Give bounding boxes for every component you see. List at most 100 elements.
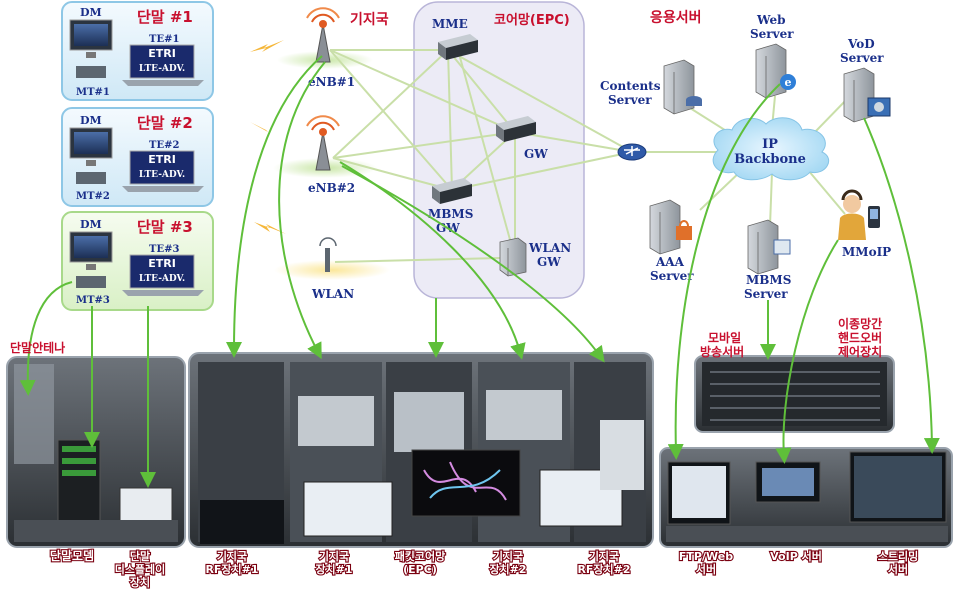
- contents-server-icon: [663, 59, 702, 115]
- core-title: 코어망(EPC): [494, 12, 570, 28]
- terminal-title: 단말 #3: [137, 218, 193, 236]
- enb1-tower-icon: [306, 7, 340, 63]
- wlan-ap-icon: [319, 237, 337, 272]
- enb2-tower-icon: [306, 115, 340, 171]
- terminal-box-1: DM 단말 #1 TE#1 ETRI LTE-ADV. MT#1: [61, 1, 214, 101]
- web-server-icon: e: [755, 43, 796, 99]
- wlan-label: WLAN: [311, 287, 354, 301]
- mt-label: MT#1: [76, 87, 110, 98]
- enb2-label: eNB#2: [308, 181, 355, 195]
- caption-terminal-display-2: 디스플레이: [115, 562, 166, 576]
- caption-bs-rf2-2: RF장치#2: [577, 562, 630, 576]
- router-icon: [617, 143, 647, 161]
- caption-ftp-web-1: FTP/Web: [679, 550, 733, 563]
- model-label: LTE-ADV.: [139, 170, 185, 180]
- dm-label: DM: [80, 114, 102, 127]
- mobile-broadcast-label-1: 모바일: [708, 330, 741, 345]
- mbms-server-label-1: MBMS: [746, 273, 791, 287]
- caption-bs2-2: 장치#2: [489, 562, 526, 576]
- mbms-server-label-2: Server: [744, 287, 788, 301]
- mbms-gw-label-1: MBMS: [428, 207, 473, 221]
- mmoip-label: MMoIP: [842, 245, 891, 259]
- photo-panel-terminal: [6, 356, 186, 548]
- caption-bs-rf1-2: RF장치#1: [205, 562, 258, 576]
- gw-label: GW: [524, 147, 548, 161]
- contents-server-label-1: Contents: [600, 79, 661, 93]
- bottom-captions: 단말모뎀 단말 디스플레이 장치 기지국 RF장치#1 기지국 장치#1 패킷코…: [49, 547, 920, 590]
- contents-server-label-2: Server: [608, 93, 652, 107]
- core-network-box: [413, 1, 585, 299]
- wlan-gw-label-1: WLAN: [528, 241, 571, 255]
- dm-label: DM: [80, 6, 102, 19]
- backbone-label-2: Backbone: [734, 152, 806, 167]
- wlan-gw-label-2: GW: [537, 255, 561, 269]
- caption-terminal-display-1: 단말: [130, 549, 150, 563]
- modem-icon: [76, 172, 106, 184]
- vod-server-label-1: VoD: [847, 37, 875, 51]
- caption-bs1-2: 장치#1: [315, 562, 352, 576]
- photo-panel-mobile-broadcast: [694, 355, 895, 433]
- caption-epc-2: (EPC): [403, 563, 437, 576]
- model-label: LTE-ADV.: [139, 64, 185, 74]
- app-server-title: 응용서버: [650, 9, 702, 26]
- terminal-antenna-label: 단말안테나: [10, 340, 65, 355]
- caption-ftp-web-2: 서버: [696, 562, 716, 576]
- web-server-label-2: Server: [750, 27, 794, 41]
- handover-label-3: 제어장치: [838, 344, 882, 359]
- te-label: TE#1: [149, 34, 179, 45]
- caption-bs1-1: 기지국: [319, 549, 349, 563]
- terminal-title: 단말 #2: [137, 114, 193, 132]
- gw-router-icon: [496, 116, 536, 142]
- caption-streaming-1: 스트리밍: [878, 549, 918, 563]
- photo-panel-basestation-epc: [188, 352, 654, 548]
- terminal-box-3: DM 단말 #3 TE#3 ETRI LTE-ADV. MT#3: [61, 211, 214, 311]
- enb1-label: eNB#1: [308, 75, 355, 89]
- caption-terminal-display-3: 장치: [130, 575, 150, 589]
- base-station-title: 기지국: [350, 12, 389, 28]
- laptop-icon: [129, 254, 195, 289]
- caption-bs-rf2-1: 기지국: [589, 549, 619, 563]
- laptop-icon: [129, 44, 195, 79]
- mme-label: MME: [432, 17, 468, 31]
- aaa-server-icon: [649, 199, 692, 255]
- mbms-gw-router-icon: [432, 178, 472, 204]
- model-label: LTE-ADV.: [139, 274, 185, 284]
- brand-label: ETRI: [148, 153, 176, 166]
- caption-terminal-modem: 단말모뎀: [50, 548, 94, 563]
- aaa-server-label-2: Server: [650, 269, 694, 283]
- web-server-label-1: Web: [756, 13, 786, 27]
- caption-bs-rf1-1: 기지국: [217, 549, 247, 563]
- brand-label: ETRI: [148, 47, 176, 60]
- mme-router-icon: [438, 34, 478, 60]
- caption-voip: VoIP 서버: [770, 549, 822, 563]
- aaa-server-label-1: AAA: [655, 255, 685, 269]
- mt-label: MT#3: [76, 295, 110, 306]
- te-label: TE#3: [149, 244, 179, 255]
- vod-server-icon: [843, 67, 891, 123]
- te-label: TE#2: [149, 140, 179, 151]
- laptop-icon: [129, 150, 195, 185]
- handover-label-2: 핸드오버: [838, 330, 882, 345]
- handover-label-1: 이종망간: [838, 316, 882, 331]
- network-links: [329, 49, 718, 263]
- mbms-server-icon: [747, 219, 791, 275]
- mt-label: MT#2: [76, 191, 110, 202]
- terminal-box-2: DM 단말 #2 TE#2 ETRI LTE-ADV. MT#2: [61, 107, 214, 207]
- terminal-group: DM 단말 #1 TE#1 ETRI LTE-ADV. MT#1 DM 단말 #…: [61, 1, 214, 311]
- caption-bs2-1: 기지국: [493, 549, 523, 563]
- backbone-label-1: IP: [762, 137, 778, 152]
- mmoip-user-icon: [838, 189, 880, 240]
- dm-label: DM: [80, 218, 102, 231]
- modem-icon: [76, 276, 106, 288]
- modem-icon: [76, 66, 106, 78]
- caption-epc-1: 패킷코어망: [395, 549, 446, 563]
- brand-label: ETRI: [148, 257, 176, 270]
- mapping-arrows: [19, 55, 940, 488]
- wireless-bolt-icon: [250, 40, 286, 234]
- wlan-gw-server-icon: [499, 237, 527, 277]
- photo-panel-servers: [659, 447, 953, 548]
- vod-server-label-2: Server: [840, 51, 884, 65]
- mobile-broadcast-label-2: 방송서버: [700, 344, 744, 359]
- caption-streaming-2: 서버: [888, 562, 908, 576]
